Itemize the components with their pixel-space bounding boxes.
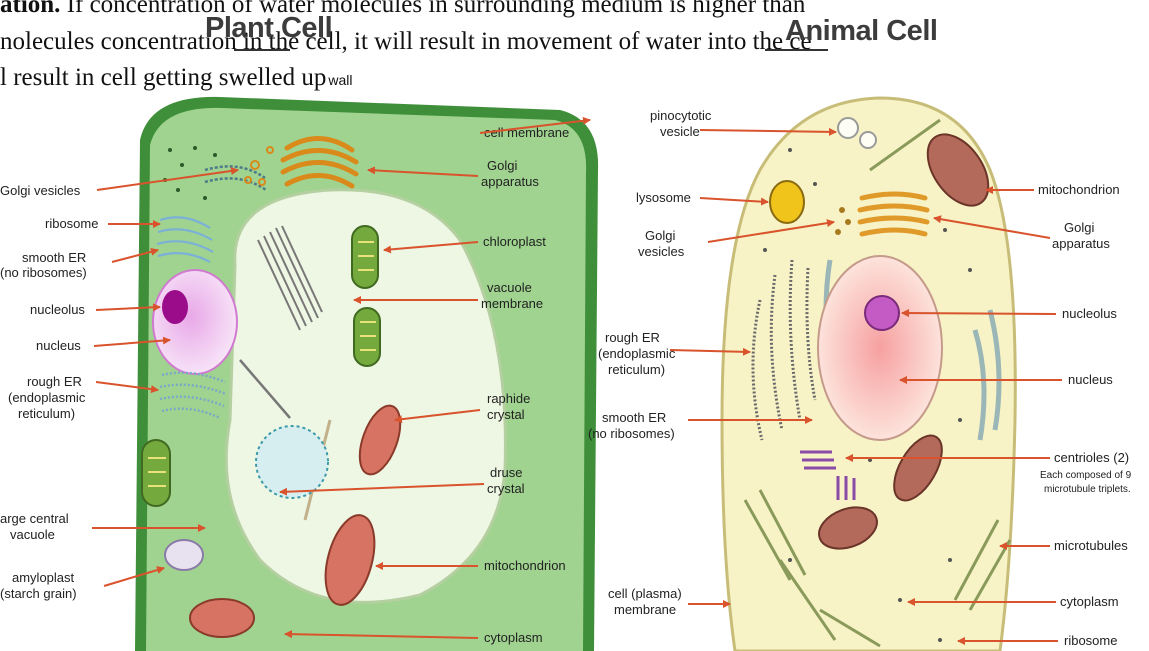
label-druse-crystal: druse (490, 465, 523, 480)
label-smooth-er: smooth ER (22, 250, 86, 265)
label-ribosome: ribosome (1064, 633, 1117, 648)
label-vacuole-membrane: vacuole (487, 280, 532, 295)
label-golgi-vesicles: Golgi vesicles (0, 183, 81, 198)
label-centrioles: centrioles (2) (1054, 450, 1129, 465)
label-pinocytotic-vesicle-2: vesicle (660, 124, 700, 139)
label-raphide-crystal-2: crystal (487, 407, 525, 422)
label-golgi-vesicles-2: vesicles (638, 244, 685, 259)
plant-cell: Golgi vesicles ribosome smooth ER (no ri… (0, 97, 598, 651)
label-large-vacuole-2: vacuole (10, 527, 55, 542)
label-rough-er-3: reticulum) (608, 362, 665, 377)
label-golgi-apparatus: Golgi (487, 158, 517, 173)
animal-nucleolus (865, 296, 899, 330)
label-nucleolus: nucleolus (1062, 306, 1117, 321)
animal-nucleus (818, 256, 942, 440)
label-smooth-er-2: (no ribosomes) (588, 426, 675, 441)
label-chloroplast: chloroplast (483, 234, 546, 249)
label-mitochondrion: mitochondrion (484, 558, 566, 573)
label-cell-membrane-2: membrane (614, 602, 676, 617)
animal-lysosome (770, 181, 804, 223)
animal-cell: pinocytotic vesicle lysosome Golgi vesic… (588, 98, 1132, 651)
label-rough-er: rough ER (27, 374, 82, 389)
label-cytoplasm: cytoplasm (484, 630, 543, 645)
label-golgi-apparatus-2: apparatus (1052, 236, 1110, 251)
label-large-vacuole: arge central (0, 511, 69, 526)
plant-amyloplast (165, 540, 203, 570)
label-microtubules: microtubules (1054, 538, 1128, 553)
label-cytoplasm: cytoplasm (1060, 594, 1119, 609)
label-nucleus: nucleus (36, 338, 81, 353)
label-raphide-crystal: raphide (487, 391, 530, 406)
label-rough-er: rough ER (605, 330, 660, 345)
label-centrioles-note: Each composed of 9 (1040, 470, 1132, 481)
label-nucleus: nucleus (1068, 372, 1113, 387)
label-rough-er-2: (endoplasmic (8, 390, 86, 405)
label-druse-crystal-2: crystal (487, 481, 525, 496)
label-golgi-apparatus-2: apparatus (481, 174, 539, 189)
label-golgi-vesicles: Golgi (645, 228, 675, 243)
label-amyloplast: amyloplast (12, 570, 75, 585)
label-mitochondrion: mitochondrion (1038, 182, 1120, 197)
label-vacuole-membrane-2: membrane (481, 296, 543, 311)
label-nucleolus: nucleolus (30, 302, 85, 317)
label-golgi-apparatus: Golgi (1064, 220, 1094, 235)
plant-druse-crystal (256, 426, 328, 498)
label-rough-er-2: (endoplasmic (598, 346, 676, 361)
label-centrioles-note-2: microtubule triplets. (1044, 484, 1131, 495)
label-smooth-er-2: (no ribosomes) (0, 265, 87, 280)
label-cell-membrane: cell (plasma) (608, 586, 682, 601)
label-smooth-er: smooth ER (602, 410, 666, 425)
plant-nucleus (153, 270, 237, 374)
plant-nucleolus (162, 290, 188, 324)
label-ribosome: ribosome (45, 216, 98, 231)
label-lysosome: lysosome (636, 190, 691, 205)
label-rough-er-3: reticulum) (18, 406, 75, 421)
label-pinocytotic-vesicle: pinocytotic (650, 108, 712, 123)
label-amyloplast-2: (starch grain) (0, 586, 77, 601)
